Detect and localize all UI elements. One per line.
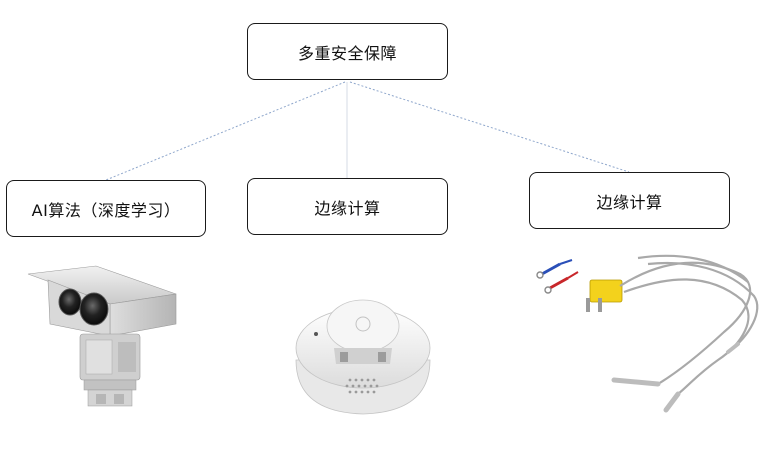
connector-root-right [349, 81, 630, 173]
root-node: 多重安全保障 [247, 23, 448, 80]
smoke-detector-image [295, 299, 431, 415]
thermal-camera-image [27, 265, 177, 407]
node-ai-algorithm: AI算法（深度学习） [6, 180, 206, 237]
root-node-label: 多重安全保障 [297, 43, 397, 63]
node-edge-computing-thermo-label: 边缘计算 [596, 192, 663, 212]
node-edge-computing-smoke: 边缘计算 [247, 178, 448, 235]
node-edge-computing-smoke-label: 边缘计算 [314, 198, 381, 218]
thermocouple-sensors-image [536, 254, 759, 413]
connector-root-ai [105, 81, 346, 181]
node-edge-computing-thermo: 边缘计算 [529, 172, 730, 229]
node-ai-algorithm-label: AI算法（深度学习） [31, 200, 181, 220]
